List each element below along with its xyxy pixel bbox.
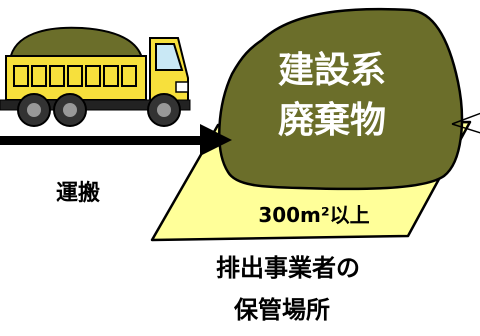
- transport-arrow: [0, 124, 232, 156]
- waste-label-line1: 建設系: [278, 50, 386, 91]
- area-label: 300m²以上: [258, 203, 369, 227]
- waste-pile: [218, 7, 464, 191]
- dump-truck-icon: [0, 26, 191, 127]
- storage-label-line2: 保管場所: [233, 296, 330, 324]
- transport-label: 運搬: [56, 180, 100, 206]
- connector-lines: [451, 112, 480, 134]
- storage-label-line1: 排出事業者の: [216, 254, 360, 282]
- waste-label-line2: 廃棄物: [278, 100, 386, 141]
